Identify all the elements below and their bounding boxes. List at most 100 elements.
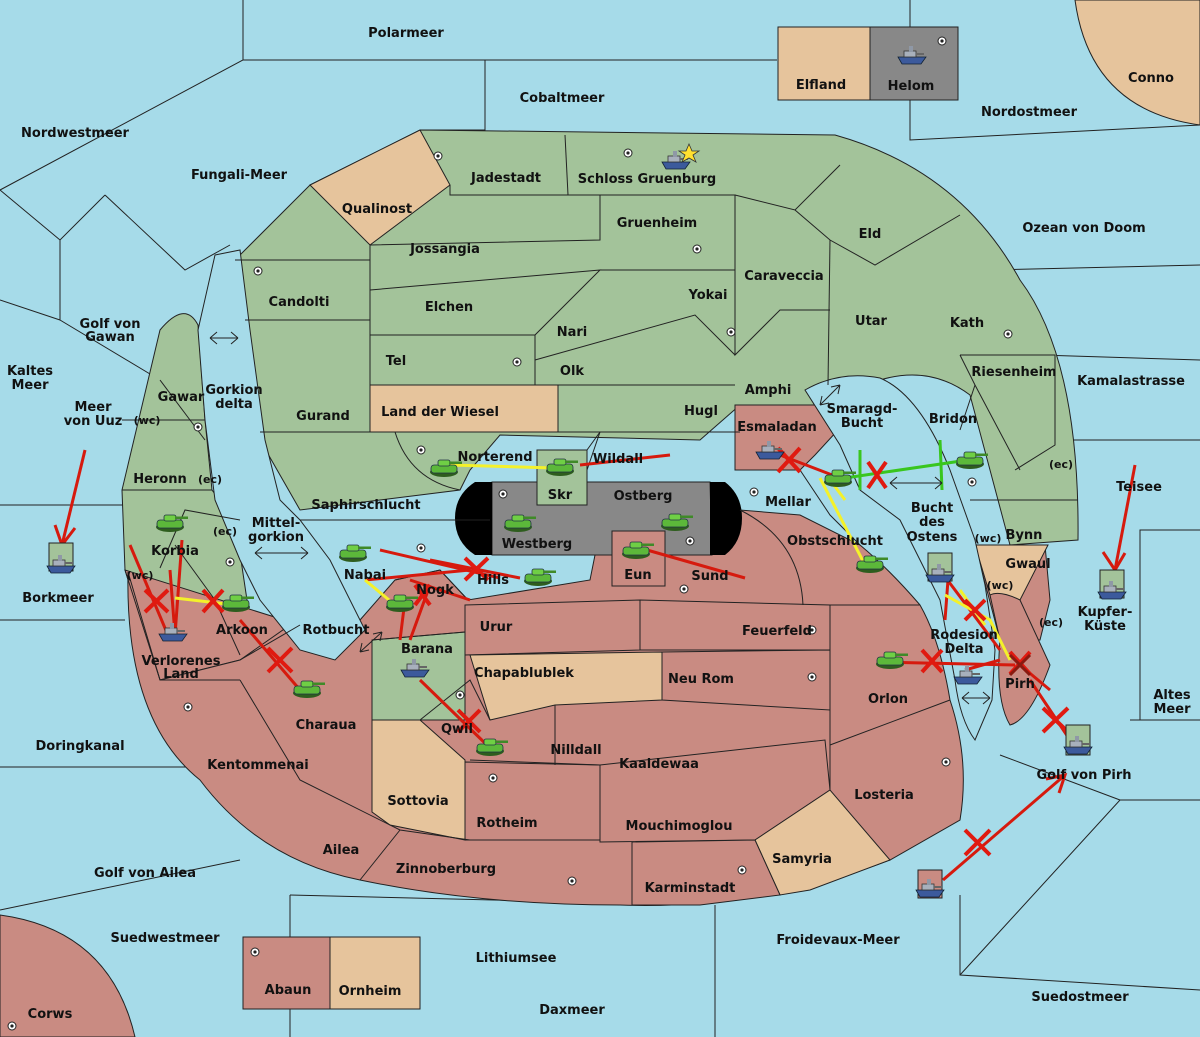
label-schloss: Schloss Gruenburg [578,172,716,187]
label-orlon: Orlon [868,692,908,707]
label-rotheim: Rotheim [476,816,537,831]
label-coast-korbia-ec: (ec) [213,525,237,538]
label-land-wiesel: Land der Wiesel [381,405,499,420]
label-ornheim: Ornheim [339,984,402,999]
label-coast-heronn-ec: (ec) [198,473,222,486]
label-rodesion-2: Delta [944,642,983,657]
supply-center-icon [749,487,759,497]
label-zinnoberburg: Zinnoberburg [396,862,496,877]
territory-land-der-wiesel[interactable] [369,384,559,433]
label-westberg: Westberg [502,537,572,552]
impassable-cap-east [710,482,742,555]
label-kamalastrasse: Kamalastrasse [1077,374,1185,389]
label-neu-rom: Neu Rom [668,672,734,687]
territory-conno[interactable] [1074,0,1200,126]
territory-corws[interactable] [0,914,136,1037]
label-ostberg: Ostberg [614,489,673,504]
label-elchen: Elchen [425,300,473,315]
label-kaltes-1: Kaltes [7,364,53,379]
label-rodesion-1: Rodesion [930,628,997,643]
label-daxmeer: Daxmeer [539,1003,605,1018]
label-abaun: Abaun [265,983,312,998]
label-sottovia: Sottovia [387,794,448,809]
label-gurand: Gurand [296,409,350,424]
label-olk: Olk [560,364,585,379]
supply-center-icon [679,584,689,594]
supply-center-icon [941,757,951,767]
label-rotbucht: Rotbucht [303,623,370,638]
label-kaltes-2: Meer [12,378,50,393]
label-nari: Nari [557,325,588,340]
label-uuz-2: von Uuz [64,414,123,429]
label-obstschlucht: Obstschlucht [787,534,883,549]
label-chapablublek: Chapablublek [474,666,574,681]
label-hills: Hills [477,573,509,588]
label-saphirschlucht: Saphirschlucht [311,498,420,513]
supply-center-icon [937,36,947,46]
label-fungali: Fungali-Meer [191,168,288,183]
label-ailea: Ailea [323,843,360,858]
label-jadestadt: Jadestadt [470,171,541,186]
supply-center-icon [807,672,817,682]
label-bridon: Bridon [929,412,977,427]
label-doringkanal: Doringkanal [35,739,124,754]
supply-center-icon [250,947,260,957]
label-bucht-2: des [919,515,945,530]
label-pirh: Pirh [1005,677,1035,692]
supply-center-icon [193,422,203,432]
territory-ornheim[interactable] [329,936,421,1010]
label-karminstadt: Karminstadt [645,881,736,896]
label-eun: Eun [624,568,651,583]
label-cobaltmeer: Cobaltmeer [520,91,605,106]
label-verlorenes-2: Land [163,667,199,682]
supply-center-icon [253,266,263,276]
supply-center-icon [488,773,498,783]
territory-pirh[interactable] [989,592,1051,726]
label-suedwestmeer: Suedwestmeer [110,931,220,946]
label-golf-gawan-2: Gawan [85,330,134,345]
label-bucht-3: Ostens [907,530,958,545]
label-urur: Urur [480,620,513,635]
label-losteria: Losteria [854,788,914,803]
label-gawar: Gawar [158,390,205,405]
territory-skr[interactable] [536,449,588,506]
label-jossangia: Jossangia [409,242,480,257]
label-altes-1: Altes [1153,688,1191,703]
label-candolti: Candolti [269,295,330,310]
label-feuerfeld: Feuerfeld [742,624,812,639]
label-nilldall: Nilldall [550,743,601,758]
supply-center-icon [726,327,736,337]
label-verlorenes-1: Verlorenes [141,654,220,669]
label-teisee: Teisee [1116,480,1162,495]
supply-center-icon [967,477,977,487]
label-hugl: Hugl [684,404,718,419]
star-icon [677,142,701,163]
supply-center-icon [1003,329,1013,339]
label-elfland: Elfland [796,78,846,93]
label-kentommenai: Kentommenai [207,758,308,773]
label-coast-gawar-wc: (wc) [134,414,161,427]
supply-center-icon [567,876,577,886]
sea-labels: Polarmeer Cobaltmeer Nordwestmeer Fungal… [7,26,1191,1018]
label-coast-pirh-wc: (wc) [987,579,1014,592]
label-helom: Helom [888,79,935,94]
supply-center-icon [455,690,465,700]
label-coast-korbia-wc: (wc) [127,569,154,582]
territory-elfland[interactable] [777,26,871,101]
label-qualinost: Qualinost [342,202,412,217]
territory-borders [122,134,1078,905]
failed-order-marks [143,446,1070,857]
label-coast-bynn-wc: (wc) [975,532,1002,545]
label-nordostmeer: Nordostmeer [981,105,1078,120]
supply-center-icon [737,865,747,875]
territory-chapablublek[interactable] [469,651,663,721]
label-riesenheim: Riesenheim [971,365,1056,380]
label-eld: Eld [859,227,882,242]
label-kath: Kath [950,316,984,331]
coast-labels: (wc) (ec) (ec) (wc) (ec) (wc) (wc) (ec) [127,414,1073,629]
label-barana: Barana [401,642,453,657]
supply-center-icon [685,536,695,546]
supply-center-icon [416,543,426,553]
label-charaua: Charaua [296,718,357,733]
